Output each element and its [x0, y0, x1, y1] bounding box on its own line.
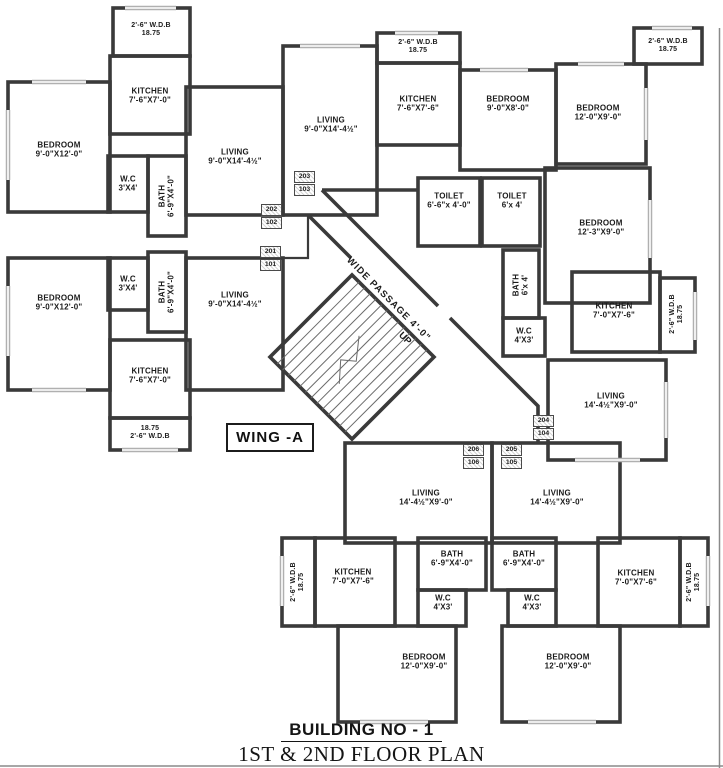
windows — [5, 5, 711, 725]
frame-lines — [0, 28, 723, 768]
building-title: BUILDING NO - 1 — [281, 720, 442, 742]
staircase — [267, 272, 437, 442]
wing-a-label: WING -A — [236, 429, 304, 446]
wing-a-box: WING -A — [226, 423, 314, 452]
title-block: BUILDING NO - 1 1ST & 2ND FLOOR PLAN — [0, 720, 723, 768]
floor-plan-title: 1ST & 2ND FLOOR PLAN — [234, 742, 488, 768]
